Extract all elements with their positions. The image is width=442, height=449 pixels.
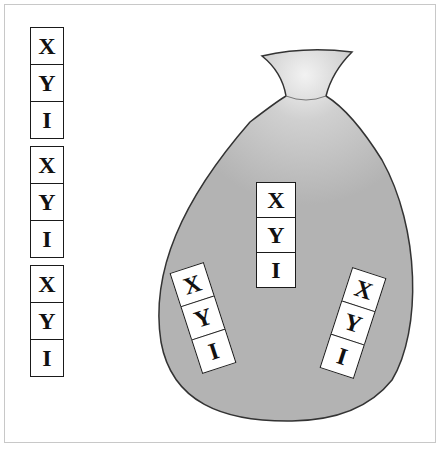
letter-tile: I bbox=[256, 252, 296, 288]
tile-letter: Y bbox=[267, 223, 284, 247]
tile-letter: I bbox=[42, 108, 51, 132]
tile-letter: X bbox=[38, 34, 55, 58]
letter-tile: I bbox=[30, 220, 64, 258]
tile-letter: X bbox=[180, 271, 204, 299]
tile-letter: Y bbox=[38, 309, 55, 333]
tile-letter: Y bbox=[38, 190, 55, 214]
letter-tile: X bbox=[256, 182, 296, 218]
tile-letter: I bbox=[271, 258, 280, 282]
letter-tile: I bbox=[30, 339, 64, 377]
letter-tile: Y bbox=[256, 217, 296, 253]
tile-letter: X bbox=[352, 276, 376, 304]
tile-letter: I bbox=[42, 227, 51, 251]
tile-letter: Y bbox=[341, 309, 365, 337]
letter-tile: X bbox=[30, 27, 64, 65]
tile-letter: I bbox=[42, 346, 51, 370]
letter-tile: X bbox=[30, 146, 64, 184]
letter-tile: Y bbox=[30, 64, 64, 102]
letter-tile: I bbox=[30, 101, 64, 139]
bag-neck bbox=[286, 96, 326, 100]
tile-letter: X bbox=[38, 272, 55, 296]
tile-letter: X bbox=[38, 153, 55, 177]
bag-outline bbox=[159, 50, 413, 421]
letter-tile: Y bbox=[30, 302, 64, 340]
letter-tile: Y bbox=[30, 183, 64, 221]
letter-tile: X bbox=[30, 265, 64, 303]
tile-letter: Y bbox=[191, 304, 215, 332]
tile-letter: X bbox=[267, 188, 284, 212]
tile-letter: Y bbox=[38, 71, 55, 95]
tile-letter: I bbox=[206, 338, 222, 364]
tile-letter: I bbox=[334, 343, 350, 369]
